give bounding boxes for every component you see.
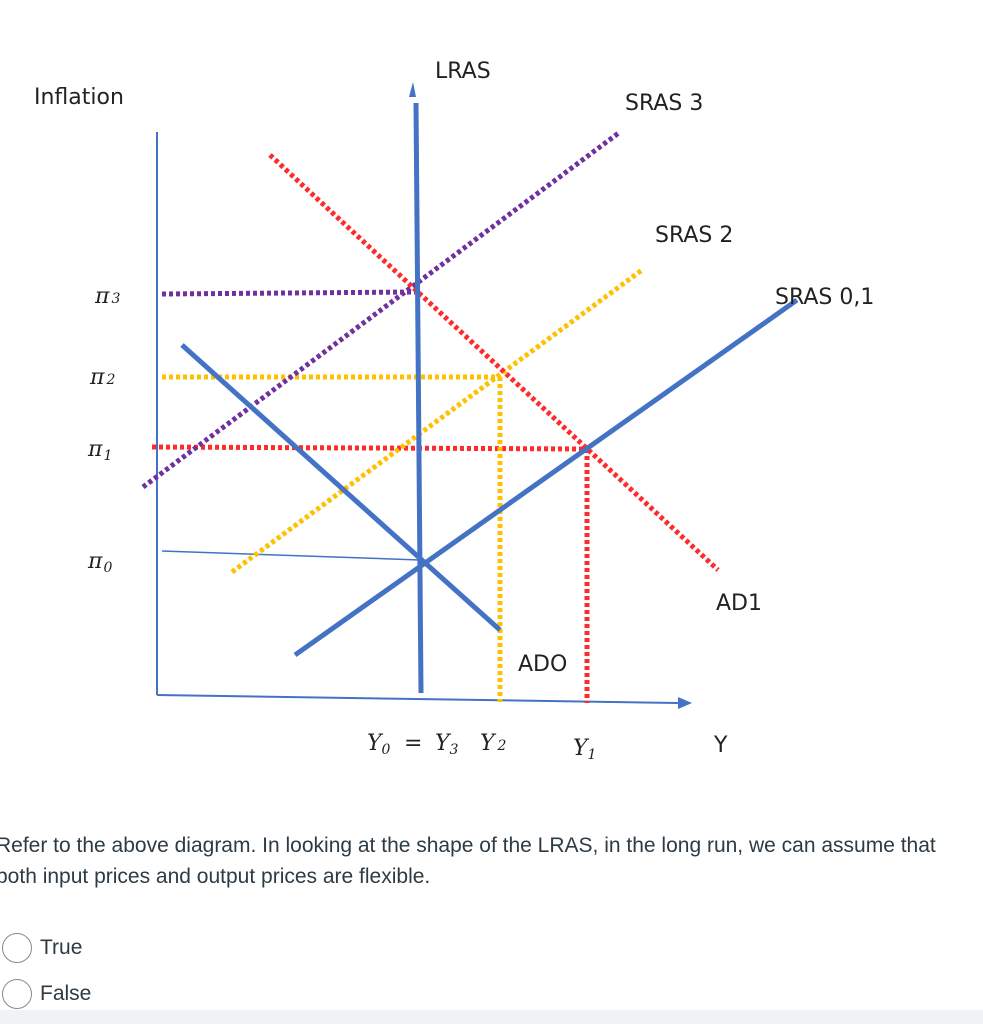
sras3-label: SRAS 3 [625,91,703,116]
guide-pi0 [161,550,421,561]
sras01-label: SRAS 0,1 [775,285,874,310]
ad0-curve [180,343,502,632]
lras-label: LRAS [435,59,491,84]
x-axis-arrowhead [678,697,692,709]
axis-x-label: Y [713,733,728,758]
sras3-curve [141,129,622,490]
answer-false-label: False [40,982,92,1005]
footer-bar [0,1010,983,1024]
sras2-curve [230,267,644,575]
sras2-label: SRAS 2 [655,223,733,248]
sras01-curve [293,297,799,658]
ad1-curve [268,153,720,572]
guide-pi1 [151,444,586,452]
ad1-label: AD1 [716,591,762,616]
radio-true[interactable] [2,933,32,963]
lras-arrowhead [409,82,416,97]
question-text: Refer to the above diagram. In looking a… [0,834,936,888]
x-axis [156,694,679,704]
axis-y-label: Inflation [34,85,124,110]
tick-y1: Y1 [573,736,596,763]
tick-y3: Y3 [435,731,459,758]
answer-true-label: True [40,936,83,959]
tick-y0: Y0 [367,731,391,758]
economics-diagram: Inflation LRAS SRAS 3 SRAS 2 SRAS 0,1 AD… [34,59,874,763]
answer-false[interactable]: False [0,971,91,1017]
tick-pi1: π1 [87,437,112,464]
ad0-label: ADO [518,652,567,677]
answer-true[interactable]: True [0,925,91,971]
tick-pi0: π0 [87,549,112,576]
lras-curve [413,102,424,694]
tick-equals: = [404,731,422,756]
answer-options: True False [0,925,91,1017]
guide-pi3 [161,289,416,297]
radio-false[interactable] [2,979,32,1009]
